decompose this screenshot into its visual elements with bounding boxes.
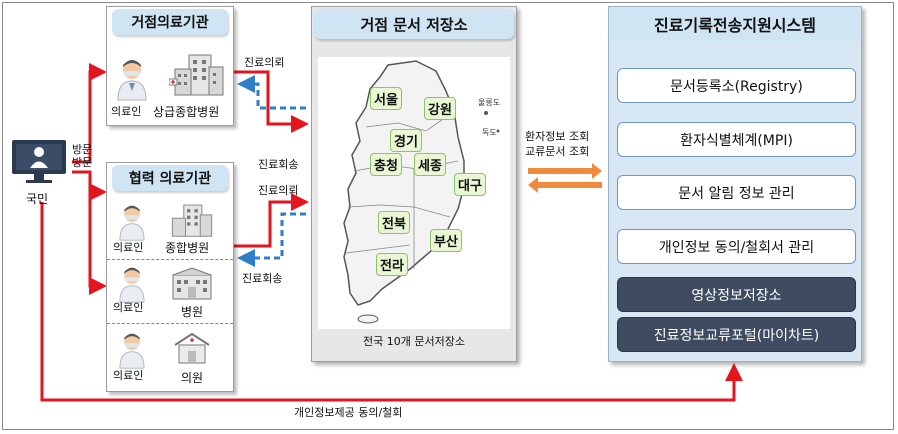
- referral-mid-arrow: [234, 193, 309, 248]
- system-panel: 진료기록전송지원시스템 문서등록소(Registry) 환자식별체계(MPI) …: [608, 6, 862, 362]
- partner-institution-box: 협력 의료기관 의료인 종합병원 의료인 병원 의료인 의원: [106, 162, 234, 392]
- visit-arrow-base: [72, 63, 107, 164]
- hospital-icon: [172, 267, 212, 300]
- ulleungdo-label: 울릉도: [478, 98, 501, 107]
- partner-doctor-label-3: 의료인: [113, 369, 144, 382]
- doctor-icon: [119, 333, 145, 369]
- region-chungcheong: 충청: [370, 153, 402, 176]
- system-title: 진료기록전송지원시스템: [609, 7, 861, 41]
- dokdo-label: 독도: [482, 128, 497, 137]
- return-mid-arrow: [237, 212, 306, 267]
- storage-panel: 거점 문서 저장소 울릉도 독도 서울 강원 경기 충청 세종 대구 전북 부산…: [311, 6, 517, 362]
- base-doctor-label: 의료인: [111, 105, 142, 118]
- doctor-icon: [119, 205, 145, 241]
- doc-notification-item: 문서 알림 정보 관리: [617, 175, 856, 210]
- region-seoul: 서울: [370, 87, 402, 110]
- clinic-icon: [174, 332, 210, 364]
- doctor-icon: [117, 60, 147, 101]
- hospital-label: 병원: [181, 305, 204, 319]
- referral-top-arrow: [234, 70, 309, 133]
- exchange-doc-query-label: 교류문서 조회: [525, 145, 590, 158]
- exchange-arrow-right: [528, 163, 602, 179]
- patient-query-label: 환자정보 조회: [525, 130, 590, 143]
- row-divider: [107, 259, 233, 260]
- region-jeonbuk: 전북: [378, 211, 410, 234]
- base-institution-title: 거점의료기관: [112, 9, 228, 35]
- region-sejong: 세종: [414, 153, 446, 176]
- region-jeolla: 전라: [376, 253, 408, 276]
- base-institution-box: 거점의료기관 의료인 상급종합병원: [106, 6, 234, 126]
- region-busan: 부산: [430, 229, 462, 252]
- visit-arrow-partner: [72, 170, 107, 201]
- general-hospital-icon: [171, 204, 213, 237]
- monitor-user-icon: [12, 140, 66, 183]
- diagram-frame: [2, 2, 894, 430]
- return-bottom-label: 진료회송: [242, 272, 283, 285]
- storage-caption: 전국 10개 문서저장소: [363, 335, 465, 348]
- link-partner-hospital: [88, 192, 107, 295]
- referral-mid-label: 진료의뢰: [258, 184, 299, 197]
- storage-title: 거점 문서 저장소: [314, 9, 514, 39]
- visit-label-2: 방문: [72, 156, 93, 169]
- region-gyeonggi: 경기: [390, 129, 422, 152]
- consent-management-item: 개인정보 동의/철회서 관리: [617, 229, 856, 264]
- partner-doctor-label-2: 의료인: [113, 301, 144, 314]
- base-hospital-label: 상급종합병원: [153, 105, 220, 119]
- large-hospital-icon: [169, 54, 224, 96]
- doctor-icon: [119, 267, 145, 303]
- registry-item: 문서등록소(Registry): [617, 68, 856, 103]
- clinic-label: 의원: [181, 371, 204, 385]
- region-gangwon: 강원: [424, 97, 456, 120]
- visit-label-1: 방문: [72, 143, 93, 156]
- referral-top-label: 진료의뢰: [244, 56, 285, 69]
- consent-label: 개인정보제공 동의/철회: [294, 406, 403, 419]
- exchange-arrow-left: [528, 177, 602, 193]
- return-top-arrow: [237, 75, 306, 110]
- partner-institution-title: 협력 의료기관: [112, 165, 228, 191]
- map-area: 울릉도 독도 서울 강원 경기 충청 세종 대구 전북 부산 전라: [318, 57, 510, 329]
- general-hospital-label: 종합병원: [165, 241, 210, 255]
- image-storage-item: 영상정보저장소: [617, 277, 856, 312]
- mychart-portal-item: 진료정보교류포털(마이차트): [617, 317, 856, 352]
- citizen-label: 국민: [26, 192, 49, 206]
- return-mid-label: 진료회송: [258, 158, 299, 171]
- row-divider: [107, 323, 233, 324]
- region-daegu: 대구: [454, 173, 486, 196]
- consent-arrow: [40, 202, 743, 402]
- partner-doctor-label-1: 의료인: [113, 241, 144, 254]
- mpi-item: 환자식별체계(MPI): [617, 122, 856, 157]
